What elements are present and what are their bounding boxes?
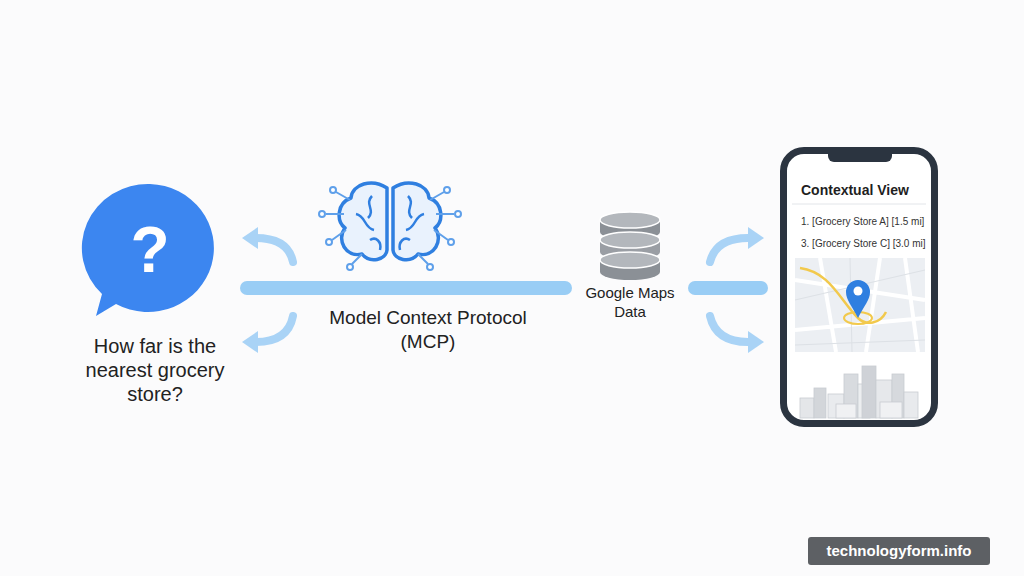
database-top	[600, 212, 660, 228]
screen-title: Contextual View	[801, 182, 931, 199]
watermark: technologyform.info	[808, 537, 990, 565]
brain-lobe	[393, 183, 441, 260]
speech-bubble-shape	[82, 184, 214, 316]
result-item: 1. [Grocery Store A] [1.5 mi]	[801, 216, 931, 228]
building	[904, 392, 918, 418]
building	[836, 404, 856, 418]
circuit-dot	[448, 239, 454, 245]
arrow-head	[748, 331, 764, 353]
question-mark: ?	[110, 218, 190, 282]
brain-lobe	[339, 183, 387, 260]
source-label: Google Maps Data	[580, 284, 680, 322]
circuit-line	[418, 192, 454, 264]
separator-line	[792, 204, 926, 205]
circuit-dot	[455, 211, 461, 217]
brain-fold	[400, 196, 424, 250]
map-pin	[846, 280, 870, 318]
circuit-dot	[326, 239, 332, 245]
connector-bar	[695, 281, 761, 295]
phone-node: Contextual View 1. [Grocery Store A] [1.5…	[780, 147, 938, 427]
route-line	[800, 268, 886, 323]
brain-fold	[356, 196, 380, 250]
circuit-dot	[427, 264, 433, 270]
circuit-dot	[444, 187, 450, 193]
database-node: Google Maps Data	[572, 206, 688, 326]
building	[862, 366, 876, 418]
question-bubble: ? How far is the nearest grocery store?	[70, 182, 240, 410]
map-street	[795, 258, 925, 352]
arrow-heads	[242, 227, 764, 353]
arrow-head	[242, 227, 258, 249]
circuit-dot	[330, 187, 336, 193]
building	[800, 398, 814, 418]
database-icon	[572, 206, 688, 280]
question-text: How far is the nearest grocery store?	[80, 334, 230, 406]
connector-bar	[247, 281, 565, 295]
phone-screen-fill	[784, 151, 934, 423]
database-top	[600, 232, 660, 248]
protocol-label: Model Context Protocol (MCP)	[303, 306, 553, 354]
map-ground	[795, 258, 925, 352]
database-top	[600, 252, 660, 268]
phone-screen	[784, 148, 934, 423]
circuit-line	[326, 192, 362, 264]
curved-arrow	[256, 316, 293, 342]
brain-icon	[319, 183, 461, 270]
curved-arrow	[710, 316, 748, 342]
curved-arrow	[256, 238, 293, 262]
building	[880, 402, 902, 418]
arrow-head	[242, 331, 258, 353]
circuit-dot	[347, 264, 353, 270]
map-pin-dot	[854, 287, 863, 296]
circuit-dot	[319, 211, 325, 217]
map	[795, 258, 925, 352]
result-item: 3. [Grocery Store C] [3.0 mi]	[801, 238, 931, 250]
curved-arrow	[710, 238, 748, 262]
arrow-head	[748, 227, 764, 249]
buildings	[800, 366, 918, 418]
building	[814, 388, 826, 418]
map-road	[795, 258, 925, 352]
